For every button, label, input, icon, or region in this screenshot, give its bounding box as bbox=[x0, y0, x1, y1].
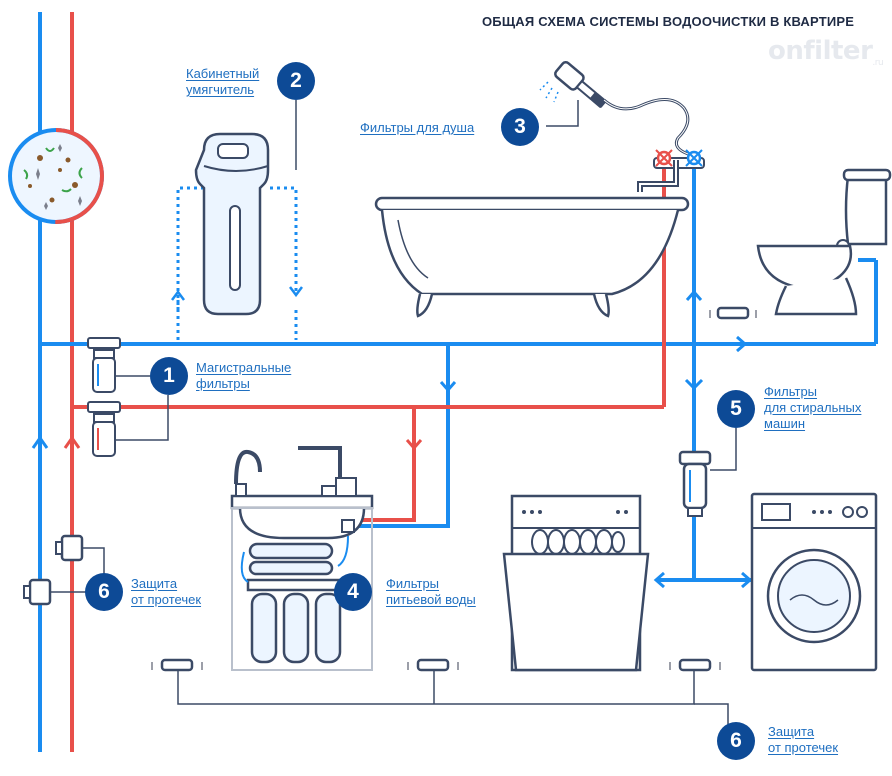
contaminated-water-icon bbox=[8, 128, 104, 224]
page-title: ОБЩАЯ СХЕМА СИСТЕМЫ ВОДООЧИСТКИ В КВАРТИ… bbox=[482, 14, 855, 29]
callout-4-badge: 4 bbox=[334, 573, 372, 611]
callout-2-badge: 2 bbox=[277, 62, 315, 100]
washing-machine-filter bbox=[678, 450, 712, 517]
cold-valve-icon bbox=[685, 149, 703, 167]
callout-3-leader bbox=[546, 100, 579, 127]
leak-sensors-bottom bbox=[151, 658, 729, 726]
brand-suffix: .ru bbox=[872, 58, 884, 69]
callout-3-label[interactable]: Фильтры для душа bbox=[360, 120, 475, 135]
cold-water-riser bbox=[31, 12, 49, 752]
toilet bbox=[756, 168, 892, 316]
callout-1-badge: 1 bbox=[150, 357, 188, 395]
reverse-osmosis-filter bbox=[240, 519, 355, 664]
callout-5-leader bbox=[710, 428, 737, 471]
dishwasher bbox=[502, 494, 650, 672]
brand-name: onfilter bbox=[768, 36, 873, 66]
kitchen-sink bbox=[230, 446, 374, 671]
main-filter-hot bbox=[87, 401, 121, 457]
cold-main-pipe bbox=[40, 162, 878, 589]
hot-valve-icon bbox=[655, 149, 673, 167]
callout-6-badge-bottom: 6 bbox=[717, 722, 755, 760]
cabinet-softener bbox=[171, 132, 303, 340]
washing-machine bbox=[750, 492, 878, 672]
shower-head bbox=[539, 61, 690, 156]
bath-faucet bbox=[637, 149, 705, 192]
leak-sensor-bath bbox=[709, 306, 757, 320]
callout-3-badge: 3 bbox=[501, 108, 539, 146]
callout-6-badge-left: 6 bbox=[85, 573, 123, 611]
callout-5-badge: 5 bbox=[717, 390, 755, 428]
leak-valve-hot bbox=[55, 534, 84, 562]
callout-6-leaders bbox=[50, 547, 105, 593]
brand-logo: onfilter.ru bbox=[768, 36, 884, 69]
hot-water-riser bbox=[63, 12, 81, 752]
leak-valve-cold bbox=[23, 578, 52, 606]
callout-1-leaders bbox=[116, 375, 169, 441]
main-filter-cold bbox=[87, 337, 121, 393]
bathtub bbox=[374, 196, 690, 318]
